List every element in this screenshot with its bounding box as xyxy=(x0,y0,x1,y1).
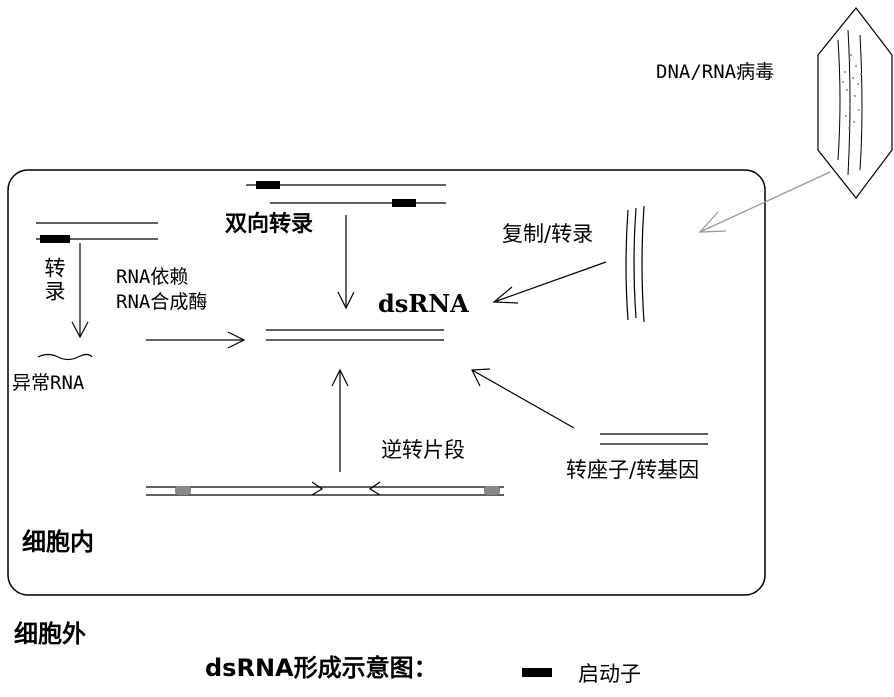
aberrant-rna-wave xyxy=(37,353,93,361)
rdrp-label-line2: RNA合成酶 xyxy=(116,291,208,313)
inverted-repeat-segment xyxy=(146,481,504,496)
rdrp-arrow xyxy=(146,331,246,349)
rdrp-label-line1: RNA依赖 xyxy=(116,266,189,288)
dsrna-label: dsRNA xyxy=(378,289,469,318)
transposon-label: 转座子/转基因 xyxy=(566,458,700,482)
transposon-lines xyxy=(600,433,708,445)
virus-particle xyxy=(817,7,893,199)
replicating-strands xyxy=(625,205,645,323)
virus-entry-arrow xyxy=(698,171,831,233)
bidirectional-template xyxy=(246,181,446,207)
transcribe-label: 转录 xyxy=(42,257,66,303)
dsrna-duplex xyxy=(266,329,444,341)
aberrant-rna-label: 异常RNA xyxy=(12,372,85,394)
transposon-arrow xyxy=(471,368,575,429)
cell-boundary xyxy=(7,169,766,596)
replication-arrow xyxy=(492,261,607,304)
replicate-transcribe-label: 复制/转录 xyxy=(502,222,594,246)
bidirectional-arrow xyxy=(337,215,355,310)
inside-cell-label: 细胞内 xyxy=(22,528,94,556)
virus-label: DNA/RNA病毒 xyxy=(656,61,775,83)
transcribe-arrow xyxy=(71,243,89,339)
bidirectional-label: 双向转录 xyxy=(225,212,314,237)
diagram-caption: dsRNA形成示意图： xyxy=(205,654,438,682)
promoter-marker xyxy=(40,235,70,243)
inverted-segment-label: 逆转片段 xyxy=(381,438,465,462)
inverted-arrow xyxy=(331,368,349,472)
outside-cell-label: 细胞外 xyxy=(14,620,86,648)
legend-promoter-label: 启动子 xyxy=(578,662,641,686)
promoter-marker xyxy=(392,199,416,207)
legend-promoter-symbol xyxy=(522,668,552,677)
inverted-marker xyxy=(484,486,500,495)
aberrant-template xyxy=(36,222,158,243)
inverted-marker xyxy=(175,486,191,495)
promoter-marker xyxy=(256,181,280,189)
